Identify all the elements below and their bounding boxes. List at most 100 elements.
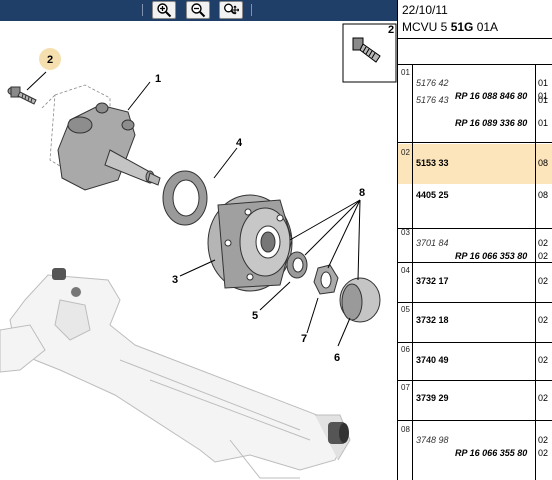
model-suffix: 01A: [473, 20, 499, 34]
callout-label: 3: [172, 274, 178, 286]
washer-part: [286, 251, 308, 279]
panel-divider: [397, 0, 398, 480]
quantity: 08: [538, 158, 549, 168]
column-divider: [535, 64, 536, 480]
part-reference[interactable]: 3748 98: [416, 435, 449, 445]
table-row[interactable]: 06 3740 49 02: [398, 345, 552, 365]
table-row[interactable]: 5176 43 01: [398, 95, 552, 108]
zoom-out-icon: [191, 3, 206, 18]
row-divider: [398, 380, 552, 381]
rp-part-number[interactable]: RP 16 089 336 80: [455, 118, 528, 128]
part-reference[interactable]: 4405 25: [416, 190, 449, 200]
callout-label: 4: [236, 137, 243, 149]
zoom-in-button[interactable]: [152, 1, 176, 19]
rp-part-number[interactable]: RP 16 066 353 80: [455, 251, 528, 261]
model-code: MCVU 5 51G 01A: [402, 20, 498, 34]
table-row[interactable]: 03 3701 84 02: [398, 228, 552, 248]
callout-label: 2: [47, 54, 53, 66]
quantity: 08: [538, 190, 549, 200]
callout-label: 1: [155, 73, 161, 85]
row-divider: [398, 420, 552, 421]
table-row[interactable]: 07 3739 29 02: [398, 383, 552, 403]
table-row[interactable]: 08 3748 98 02: [398, 425, 552, 445]
callout-label: 6: [334, 352, 340, 364]
table-row[interactable]: RP 16 066 353 80 02: [398, 241, 552, 261]
catalog-date: 22/10/11: [402, 3, 448, 17]
zoom-in-icon: [157, 3, 172, 18]
quantity: 02: [538, 355, 549, 365]
wheel-hub-part: [207, 194, 293, 292]
rp-part-number[interactable]: RP 16 066 355 80: [455, 448, 528, 458]
quantity: 02: [538, 435, 549, 445]
group-number: 02: [401, 148, 410, 157]
header-divider: [398, 38, 552, 39]
stub-axle-part: [57, 102, 161, 191]
leader-lines: [26, 71, 361, 347]
group-number: 05: [401, 305, 410, 314]
quantity: 02: [538, 251, 549, 261]
quantity: 01: [538, 78, 549, 88]
quantity: 02: [538, 393, 549, 403]
seal-part: [162, 170, 208, 226]
row-divider: [398, 302, 552, 303]
zoom-out-button[interactable]: [186, 1, 210, 19]
group-number: 04: [401, 266, 410, 275]
header-divider: [398, 64, 552, 65]
part-reference[interactable]: 5153 33: [416, 158, 449, 168]
row-divider: [398, 262, 552, 263]
part-reference[interactable]: 3701 84: [416, 238, 449, 248]
callout-label: 8: [359, 187, 365, 199]
part-reference[interactable]: 5176 42: [416, 78, 449, 88]
group-number: 03: [401, 228, 410, 237]
nut-part: [313, 264, 339, 295]
quantity: 01: [538, 91, 549, 101]
bolt-part: [7, 86, 37, 105]
table-row[interactable]: RP 16 089 336 80 01: [398, 108, 552, 128]
zoom-move-button[interactable]: [219, 1, 243, 19]
table-row[interactable]: 04 3732 17 02: [398, 266, 552, 286]
toolbar-separator: [251, 4, 252, 16]
toolbar-separator: [142, 4, 143, 16]
rp-part-number[interactable]: RP 16 088 846 80: [455, 91, 528, 101]
hub-cap-part: [339, 277, 381, 323]
part-reference[interactable]: 3740 49: [416, 355, 449, 365]
callout-label: 2: [388, 24, 394, 36]
quantity: 02: [538, 315, 549, 325]
part-reference[interactable]: 3732 18: [416, 315, 449, 325]
column-divider: [412, 64, 413, 480]
table-row[interactable]: 01 5176 42 01: [398, 68, 552, 88]
group-number: 01: [401, 68, 410, 77]
quantity: 01: [538, 95, 549, 105]
table-row[interactable]: 05 3732 18 02: [398, 305, 552, 325]
row-divider: [398, 342, 552, 343]
quantity: 02: [538, 276, 549, 286]
table-row[interactable]: RP 16 088 846 80 01: [398, 81, 552, 101]
toolbar: [0, 0, 397, 21]
table-row[interactable]: 4405 25 08: [398, 190, 552, 203]
model-bold-code: 51G: [450, 20, 474, 34]
quantity: 01: [538, 118, 549, 128]
part-reference[interactable]: 5176 43: [416, 95, 449, 105]
model-prefix: MCVU 5: [402, 20, 451, 34]
group-number: 08: [401, 425, 410, 434]
table-row[interactable]: 02 5153 33 08: [398, 148, 552, 168]
group-number: 06: [401, 345, 410, 354]
group-number: 07: [401, 383, 410, 392]
quantity: 02: [538, 238, 549, 248]
selected-row-highlight: [398, 144, 552, 184]
table-row[interactable]: RP 16 066 355 80 02: [398, 438, 552, 458]
row-divider: [398, 142, 552, 143]
zoom-move-icon: [224, 3, 239, 15]
bolt-inset-box: [342, 23, 397, 83]
part-reference[interactable]: 3732 17: [416, 276, 449, 286]
exploded-parts-diagram: 2 1 2 3 4 5 6 7 8: [0, 21, 398, 480]
axle-bushing: [52, 268, 349, 444]
callout-2-badge: 2: [39, 48, 61, 70]
part-reference[interactable]: 3739 29: [416, 393, 449, 403]
row-divider: [398, 228, 552, 229]
rear-axle-beam: [0, 274, 351, 479]
callout-label: 5: [252, 310, 258, 322]
quantity: 02: [538, 448, 549, 458]
callout-label: 7: [301, 333, 307, 345]
